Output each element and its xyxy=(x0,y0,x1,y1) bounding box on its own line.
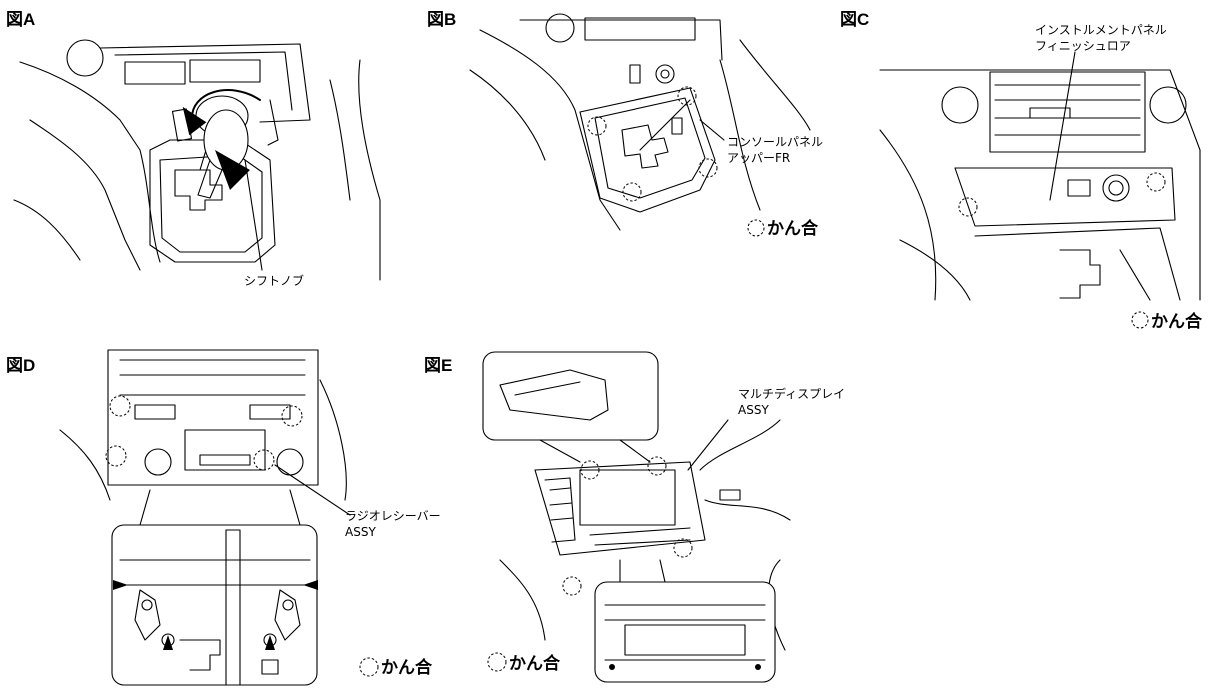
figure-e-drawing xyxy=(482,351,791,683)
shift-knob-callout: シフトノブ xyxy=(244,273,304,288)
figure-d-legend: かん合 xyxy=(381,657,433,678)
figure-b-legend: かん合 xyxy=(767,218,819,239)
figure-b-label: 図B xyxy=(427,10,456,29)
radio-receiver-callout-1: ラジオレシーバー xyxy=(345,509,441,523)
figure-a: 図A シフトノブ xyxy=(6,10,381,288)
figure-b: 図B コンソールパネル アッパーFR かん合 xyxy=(427,10,823,239)
figure-e-label: 図E xyxy=(424,356,452,375)
multi-display-callout-1: マルチディスプレイ xyxy=(738,386,845,401)
console-panel-callout-2: アッパーFR xyxy=(727,151,790,165)
figure-e: 図E xyxy=(424,351,845,683)
figure-c-drawing xyxy=(879,51,1201,329)
figure-a-drawing xyxy=(13,39,381,281)
multi-display-callout-2: ASSY xyxy=(738,403,769,417)
radio-receiver-callout-2: ASSY xyxy=(345,525,376,539)
figure-d: 図D xyxy=(6,349,441,686)
figure-e-legend: かん合 xyxy=(509,653,561,674)
figure-c-label: 図C xyxy=(840,10,869,29)
figure-d-label: 図D xyxy=(6,356,35,375)
figure-d-drawing xyxy=(59,349,379,686)
instrument-panel-callout-2: フィニッシュロア xyxy=(1035,39,1131,53)
figure-c-legend: かん合 xyxy=(1151,311,1203,332)
figure-a-label: 図A xyxy=(6,10,35,29)
instrument-panel-callout-1: インストルメントパネル xyxy=(1035,23,1167,37)
console-panel-callout-1: コンソールパネル xyxy=(727,135,823,149)
figure-c: 図C インストルメントパネル フィニッシュロア かん合 xyxy=(840,10,1203,332)
figure-b-drawing xyxy=(469,13,811,237)
